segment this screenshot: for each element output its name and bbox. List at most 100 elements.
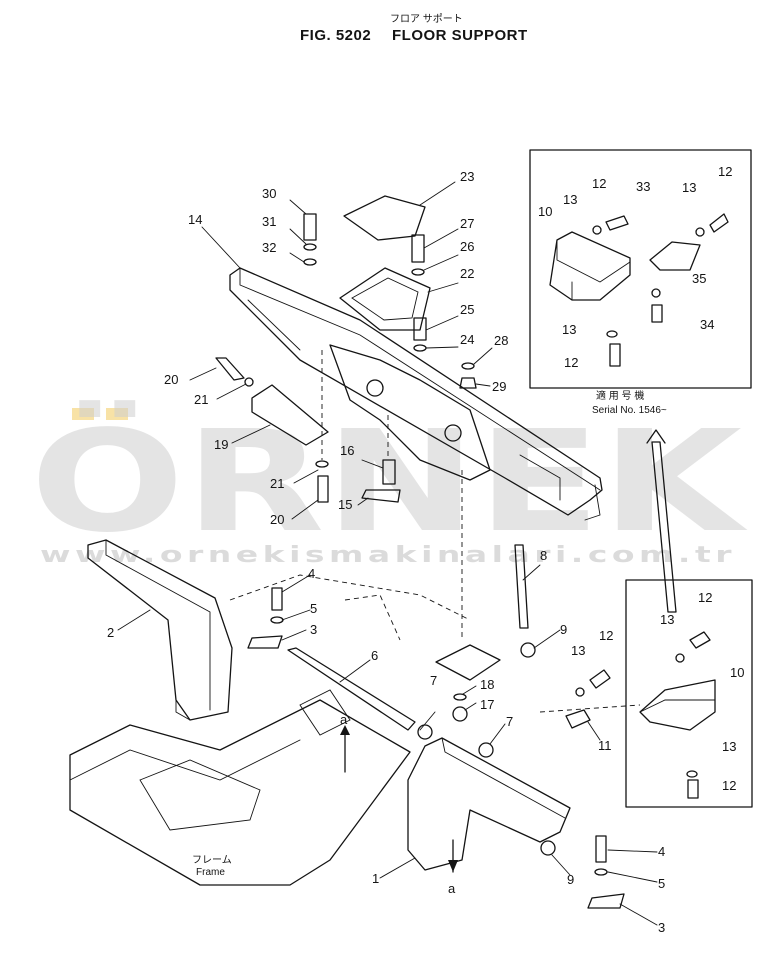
bolt-20-lower xyxy=(317,475,329,503)
callout-16: 16 xyxy=(340,443,354,458)
figure-title: FLOOR SUPPORT xyxy=(392,27,528,44)
callout-12-upper-b: 12 xyxy=(718,164,732,179)
washer-18 xyxy=(453,693,467,701)
plate-15 xyxy=(361,489,401,503)
callout-7-right: 7 xyxy=(506,714,513,729)
bracket-10-upper xyxy=(549,231,631,301)
bolt-30 xyxy=(303,213,317,241)
serial-japanese: 適 用 号 機 xyxy=(596,389,644,402)
callout-13-lower-a: 13 xyxy=(660,612,674,627)
callout-22: 22 xyxy=(460,266,474,281)
bracket-1 xyxy=(407,737,571,871)
nut-9-lower xyxy=(540,840,556,856)
callout-34: 34 xyxy=(700,317,714,332)
watermark-word: ÖRNEK xyxy=(30,399,748,564)
callout-labels: 1 2 3 3 4 4 5 5 6 7 7 8 9 9 10 10 11 12 … xyxy=(107,164,744,935)
rod-8 xyxy=(514,544,529,629)
section-mark-a-right: a xyxy=(448,881,456,896)
bracket-22 xyxy=(339,267,431,331)
plate-3-right xyxy=(587,893,625,909)
callout-5-left: 5 xyxy=(310,601,317,616)
bolt-4-right xyxy=(595,835,607,863)
frame xyxy=(69,699,411,886)
nut-7-right xyxy=(478,742,494,758)
callout-17: 17 xyxy=(480,697,494,712)
bolt-12-upper-b xyxy=(709,213,729,233)
nut-29 xyxy=(459,377,477,389)
callout-8: 8 xyxy=(540,548,547,563)
bolt-12-upper-c xyxy=(609,343,621,367)
callout-5-right: 5 xyxy=(658,876,665,891)
bolt-12-upper-a xyxy=(605,215,629,231)
callout-24: 24 xyxy=(460,332,474,347)
callout-13-mid: 13 xyxy=(571,643,585,658)
callout-12-lower-a: 12 xyxy=(698,590,712,605)
callout-21-lower: 21 xyxy=(270,476,284,491)
callout-27: 27 xyxy=(460,216,474,231)
bolt-12-lower-a xyxy=(689,631,711,649)
callout-12-upper-c: 12 xyxy=(564,355,578,370)
floor-plate xyxy=(435,644,501,681)
callout-13-upper-c: 13 xyxy=(562,322,576,337)
callout-23: 23 xyxy=(460,169,474,184)
washer-31 xyxy=(303,243,317,251)
washer-35 xyxy=(651,288,661,298)
bracket-33 xyxy=(649,241,701,271)
callout-4-right: 4 xyxy=(658,844,665,859)
washer-21-lower xyxy=(315,460,329,468)
watermark-url: www.ornekismakinalari.com.tr xyxy=(40,543,736,568)
callout-1: 1 xyxy=(372,871,379,886)
callout-11: 11 xyxy=(598,738,612,753)
shaft-6 xyxy=(287,647,416,731)
section-mark-a-left: a xyxy=(340,712,348,727)
washer-5-left xyxy=(270,616,284,624)
bolt-27 xyxy=(411,234,425,263)
spacer-25 xyxy=(413,317,427,341)
floor-support-plate xyxy=(329,344,491,481)
washer-24 xyxy=(413,344,427,352)
bracket-11 xyxy=(565,709,591,729)
washer-21-upper xyxy=(244,377,254,387)
callout-31: 31 xyxy=(262,214,276,229)
lower-inset-box xyxy=(539,579,753,808)
direction-arrow xyxy=(651,441,677,613)
callout-32: 32 xyxy=(262,240,276,255)
washer-13-upper-b xyxy=(695,227,705,237)
bolt-34 xyxy=(651,304,663,323)
bolt-12-lower-b xyxy=(687,779,699,799)
serial-number: Serial No. 1546~ xyxy=(592,405,667,416)
frame-label: Frame xyxy=(196,867,225,878)
floor-support-beam-14 xyxy=(229,267,603,521)
callout-33: 33 xyxy=(636,179,650,194)
bolt-12-mid xyxy=(589,669,611,689)
callout-20-lower: 20 xyxy=(270,512,284,527)
washer-13-upper-c xyxy=(606,330,618,338)
callout-3-right: 3 xyxy=(658,920,665,935)
washer-13-lower-a xyxy=(675,653,685,663)
callout-14: 14 xyxy=(188,212,202,227)
callout-10-upper: 10 xyxy=(538,204,552,219)
washer-32 xyxy=(303,258,317,266)
watermark: ÖRNEK www.ornekismakinalari.com.tr xyxy=(30,399,748,568)
callout-3-left: 3 xyxy=(310,622,317,637)
watermark-accent-right xyxy=(106,408,128,420)
callout-9-upper: 9 xyxy=(560,622,567,637)
frame-label-japanese: フレーム xyxy=(192,854,232,866)
callout-12-mid: 12 xyxy=(599,628,613,643)
bolt-4-left xyxy=(271,587,283,611)
title-japanese: フロア サポート xyxy=(390,13,463,25)
washer-13-mid xyxy=(575,687,585,697)
callout-4-left: 4 xyxy=(308,566,315,581)
callout-18: 18 xyxy=(480,677,494,692)
callout-7-left: 7 xyxy=(430,673,437,688)
bolt-16 xyxy=(382,459,396,485)
callout-2: 2 xyxy=(107,625,114,640)
callout-30: 30 xyxy=(262,186,276,201)
watermark-accent-left xyxy=(72,408,94,420)
washer-26 xyxy=(411,268,425,276)
callout-26: 26 xyxy=(460,239,474,254)
callout-21-upper: 21 xyxy=(194,392,208,407)
leader-lines xyxy=(117,181,658,926)
